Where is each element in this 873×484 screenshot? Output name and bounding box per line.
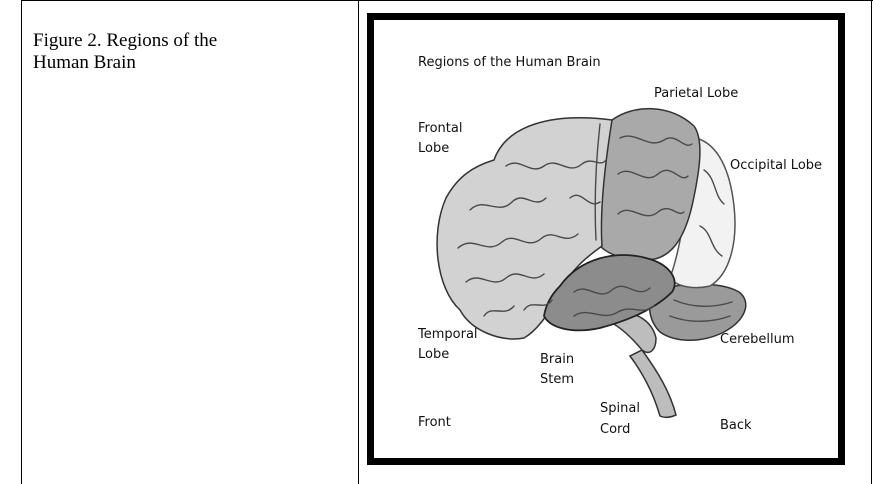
label-occipital-lobe: Occipital Lobe xyxy=(730,156,822,176)
table-border-right xyxy=(871,0,872,484)
table-border-left xyxy=(21,0,22,484)
label-spinal-cord-line2: Cord xyxy=(600,420,630,440)
label-frontal-lobe-line1: Frontal xyxy=(418,119,462,139)
label-frontal-lobe-line2: Lobe xyxy=(418,139,449,159)
brain-illustration xyxy=(374,20,838,458)
caption-line-2: Human Brain xyxy=(33,52,333,74)
label-parietal-lobe: Parietal Lobe xyxy=(654,84,738,104)
label-front: Front xyxy=(418,413,451,433)
caption-line-1: Figure 2. Regions of the xyxy=(33,30,333,52)
label-cerebellum: Cerebellum xyxy=(720,330,795,350)
label-brain-stem-line1: Brain xyxy=(540,350,574,370)
figure-caption: Figure 2. Regions of the Human Brain xyxy=(33,30,333,74)
label-back: Back xyxy=(720,416,752,436)
label-temporal-lobe-line1: Temporal xyxy=(418,325,478,345)
table-border-top xyxy=(21,0,873,1)
label-brain-stem-line2: Stem xyxy=(540,370,574,390)
label-temporal-lobe-line2: Lobe xyxy=(418,345,449,365)
brain-figure: Regions of the Human Brain Parietal Lobe… xyxy=(367,13,845,465)
label-spinal-cord-line1: Spinal xyxy=(600,399,640,419)
figure-title: Regions of the Human Brain xyxy=(418,53,601,73)
table-column-divider xyxy=(358,0,359,484)
